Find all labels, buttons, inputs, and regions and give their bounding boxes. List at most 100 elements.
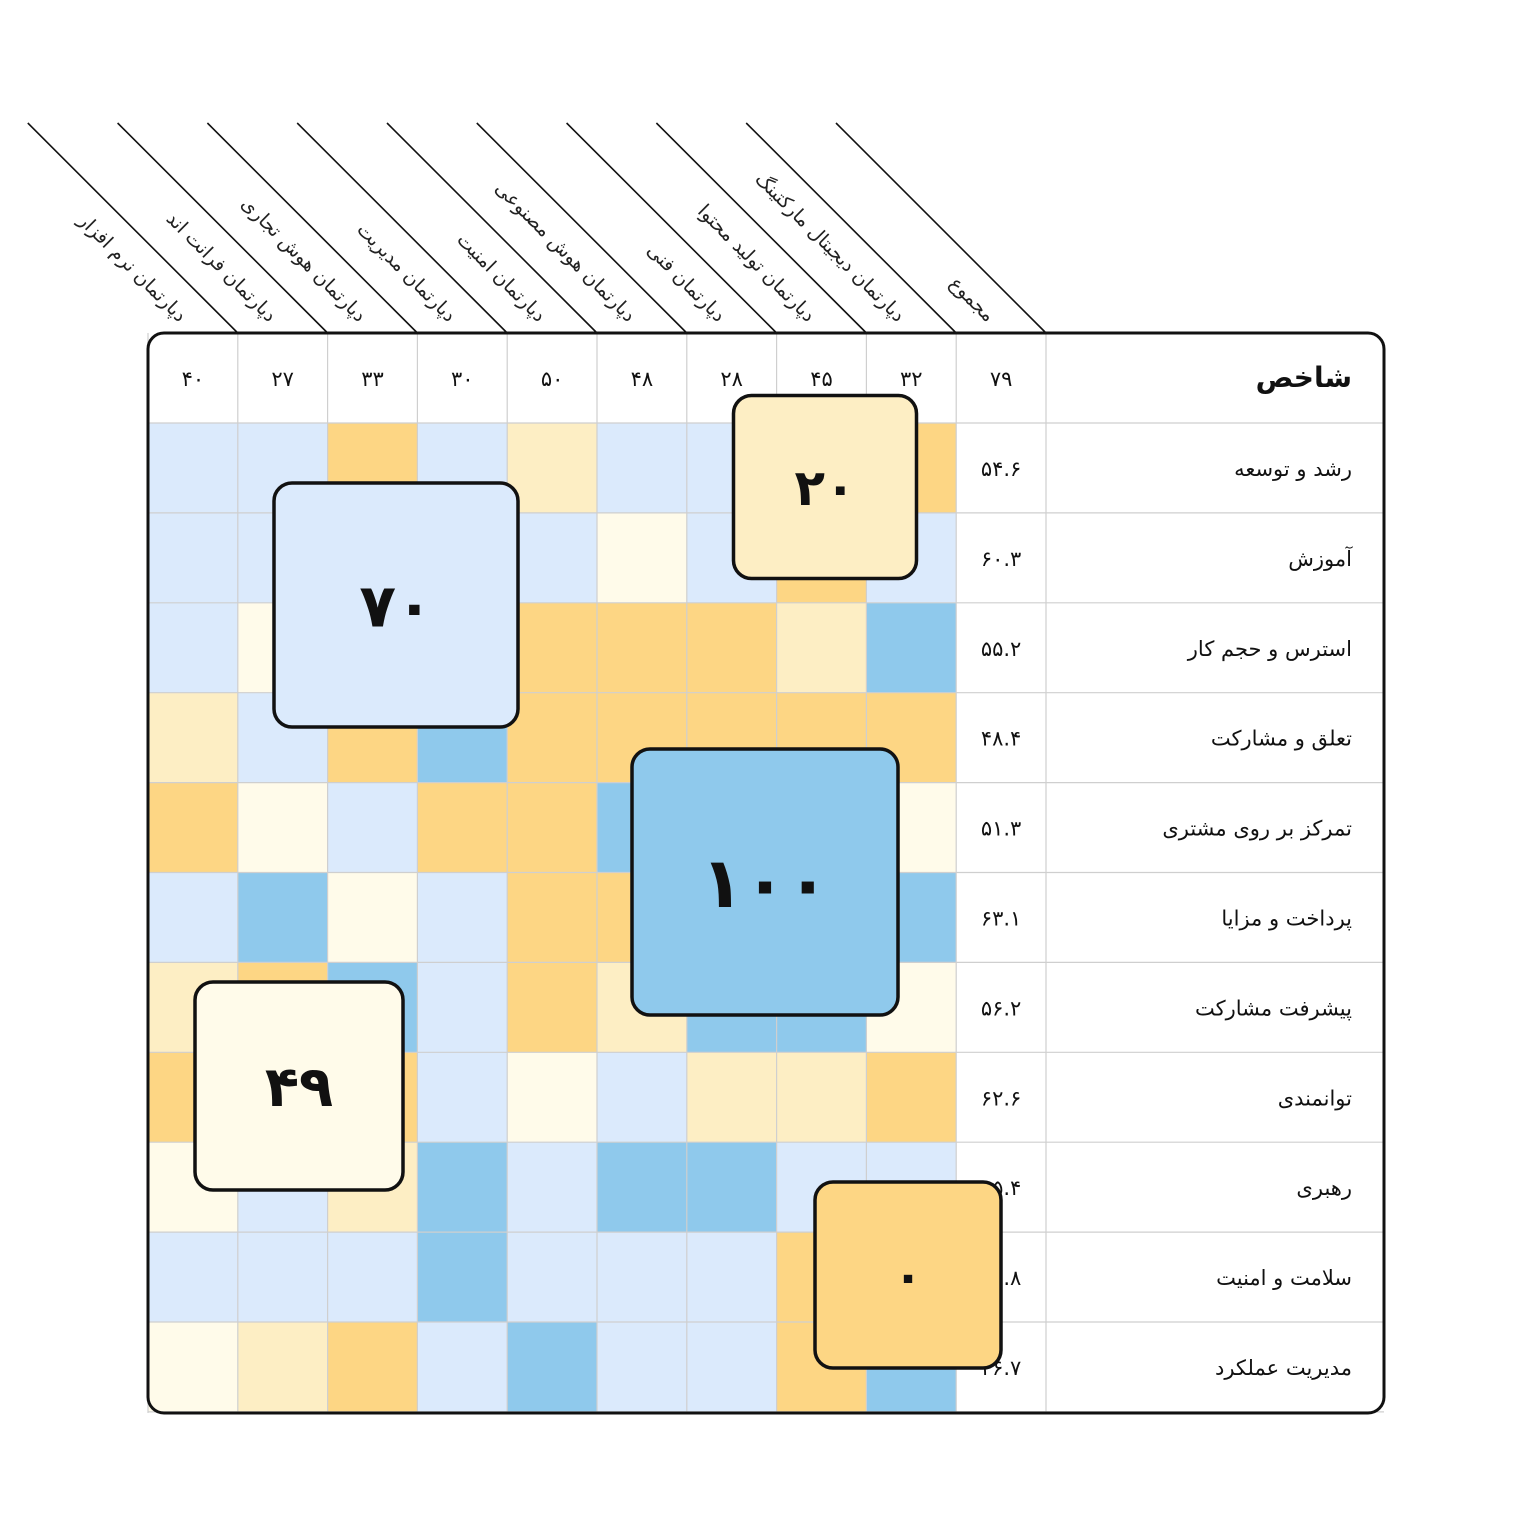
column-header-label: دپارتمان دیجیتال مارکتینگ <box>751 168 910 327</box>
heatmap-cell <box>686 1142 777 1233</box>
legend-value: ۴۹ <box>265 1055 333 1120</box>
column-total: ۳۰ <box>451 367 474 391</box>
column-header-divider <box>476 122 688 334</box>
column-total: ۴۵ <box>810 367 833 391</box>
row-label: استرس و حجم کار <box>1187 637 1352 662</box>
heatmap-cell <box>597 1142 687 1233</box>
heatmap-cell <box>507 1052 597 1143</box>
heatmap-cell <box>417 1232 508 1322</box>
heatmap-cell <box>597 512 687 603</box>
row-label: آموزش <box>1288 546 1353 571</box>
heatmap-cell <box>327 1232 418 1322</box>
column-total: ۵۰ <box>541 367 564 391</box>
heatmap-cell <box>148 1322 238 1412</box>
row-total: ۶۲.۶ <box>981 1086 1022 1110</box>
heatmap-cell <box>148 602 238 693</box>
row-label: رهبری <box>1296 1176 1352 1200</box>
column-header-label: دپارتمان فنی <box>642 239 729 326</box>
legend-value: ۷۰ <box>359 572 432 642</box>
column-header-divider <box>745 122 957 334</box>
heatmap-cell <box>237 872 328 963</box>
heatmap-cell <box>507 1142 597 1233</box>
legend-item: ۴۹ <box>193 980 405 1192</box>
column-header-label: مجموع <box>945 272 999 326</box>
heatmap-cell <box>237 1232 328 1322</box>
column-header-divider <box>296 122 508 334</box>
heatmap-cell <box>148 1232 238 1322</box>
heatmap-cell <box>417 1142 508 1233</box>
heatmap-cell <box>327 1322 418 1412</box>
heatmap-cell <box>327 872 418 963</box>
column-total: ۳۲ <box>900 367 923 391</box>
heatmap-cell <box>507 1232 597 1322</box>
row-label: تمرکز بر روی مشتری <box>1162 817 1352 841</box>
legend-layer: ۱۰۰ ۷۰ ۴۹ ۲۰ ۰ <box>193 393 1003 1370</box>
column-header-divider <box>835 122 1047 334</box>
legend-item: ۰ <box>813 1180 1003 1370</box>
heatmap-cell <box>597 423 687 513</box>
heatmap-cell <box>866 602 957 693</box>
legend-swatch <box>630 747 900 1017</box>
legend-item: ۱۰۰ <box>630 747 900 1017</box>
row-label: تعلق و مشارکت <box>1211 727 1352 751</box>
heatmap-cell <box>417 782 508 873</box>
column-header-label: دپارتمان امنیت <box>452 229 550 327</box>
heatmap-cell <box>507 962 597 1053</box>
column-total: ۴۰ <box>182 367 205 391</box>
heatmap-cell <box>507 602 597 693</box>
heatmap-cell <box>237 782 328 873</box>
column-header-divider <box>117 122 329 334</box>
column-total: ۳۳ <box>361 367 384 391</box>
column-header-divider <box>206 122 418 334</box>
heatmap-cell <box>597 1322 687 1412</box>
heatmap-cell <box>686 1232 777 1322</box>
row-label: مدیریت عملکرد <box>1215 1356 1352 1380</box>
row-header-title: شاخص <box>1256 361 1352 394</box>
heatmap-cell <box>507 692 597 783</box>
heatmap-cell <box>597 602 687 693</box>
legend-swatch <box>193 980 405 1192</box>
row-total: ۶۰.۳ <box>981 547 1022 571</box>
row-total: ۶۳.۱ <box>981 906 1022 930</box>
column-header-divider <box>655 122 867 334</box>
heatmap-cell <box>507 1322 597 1412</box>
column-total: ۷۹ <box>990 367 1013 391</box>
legend-value: ۱۰۰ <box>701 842 829 924</box>
legend-value: ۲۰ <box>794 459 855 517</box>
row-label: پیشرفت مشارکت <box>1195 996 1352 1020</box>
row-label: رشد و توسعه <box>1234 457 1352 481</box>
row-total: ۵۵.۲ <box>981 637 1022 661</box>
legend-swatch <box>731 393 919 581</box>
heatmap-cell <box>776 602 867 693</box>
heatmap-cell <box>507 423 597 513</box>
heatmap-cell <box>507 782 597 873</box>
legend-item: ۲۰ <box>731 393 919 581</box>
heatmap-cell <box>148 512 238 603</box>
legend-swatch <box>813 1180 1003 1370</box>
heatmap-cell <box>417 962 508 1053</box>
column-header-divider <box>27 122 239 334</box>
heatmap-cell <box>776 1052 867 1143</box>
row-total: ۵۴.۶ <box>981 457 1022 481</box>
heatmap-cell <box>417 872 508 963</box>
legend-value: ۰ <box>893 1248 922 1304</box>
legend-item: ۷۰ <box>272 481 520 729</box>
heatmap-cell <box>148 872 238 963</box>
row-label: توانمندی <box>1278 1086 1352 1110</box>
column-total: ۲۸ <box>720 367 743 391</box>
heatmap-cell <box>417 1322 508 1412</box>
column-total: ۲۷ <box>271 367 294 391</box>
row-label: پرداخت و مزایا <box>1221 906 1352 930</box>
row-total: ۵۶.۲ <box>981 996 1022 1020</box>
heatmap-cell <box>686 602 777 693</box>
heatmap-cell <box>237 1322 328 1412</box>
heatmap-cell <box>597 1052 687 1143</box>
heatmap-cell <box>686 1052 777 1143</box>
heatmap-cell <box>148 782 238 873</box>
row-total: ۴۸.۴ <box>981 727 1022 751</box>
heatmap-cell <box>507 872 597 963</box>
legend-swatch <box>272 481 520 729</box>
heatmap-cell <box>686 1322 777 1412</box>
